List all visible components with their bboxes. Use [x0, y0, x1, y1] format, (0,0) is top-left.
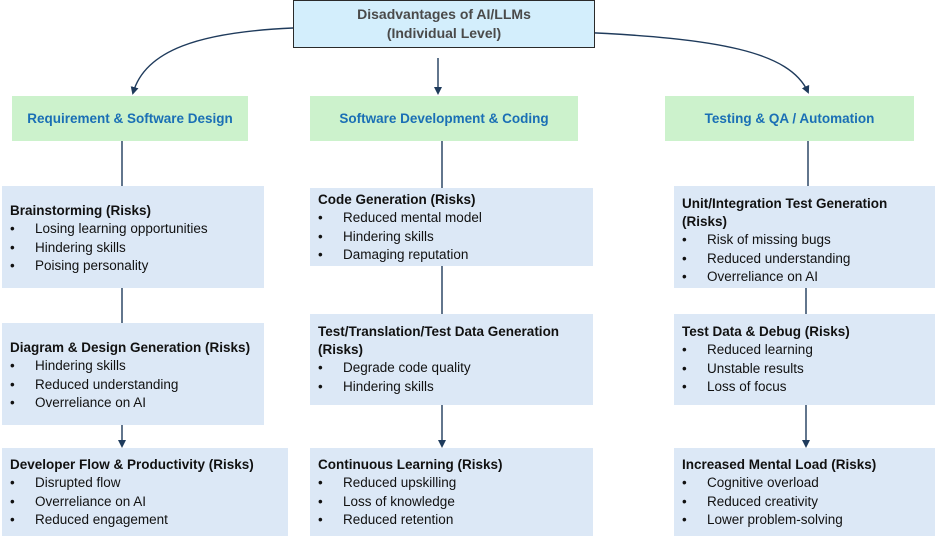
risk-item: •Hindering skills — [318, 228, 585, 247]
bullet-icon: • — [682, 250, 687, 266]
risk-box-heading: Increased Mental Load (Risks) — [682, 457, 877, 472]
risk-item: •Disrupted flow — [10, 474, 280, 493]
risk-box-continuous-learning: Continuous Learning (Risks) •Reduced ups… — [310, 448, 593, 536]
category-design: Requirement & Software Design — [12, 96, 248, 141]
risk-item: •Damaging reputation — [318, 246, 585, 265]
risk-item: •Overreliance on AI — [10, 493, 280, 512]
bullet-icon: • — [10, 376, 15, 392]
risk-item: •Reduced understanding — [682, 250, 927, 269]
risk-box-developer-flow: Developer Flow & Productivity (Risks) •D… — [2, 448, 288, 536]
bullet-icon: • — [318, 378, 323, 394]
bullet-icon: • — [682, 475, 687, 490]
category-design-label: Requirement & Software Design — [27, 111, 233, 126]
risk-box-test-data-debug: Test Data & Debug (Risks) •Reduced learn… — [674, 314, 935, 405]
risk-box-heading: Brainstorming (Risks) — [10, 203, 152, 218]
risk-item: •Hindering skills — [10, 357, 256, 376]
bullet-icon: • — [682, 232, 687, 247]
bullet-icon: • — [682, 269, 687, 284]
bullet-icon: • — [10, 493, 15, 509]
bullet-icon: • — [318, 493, 323, 509]
risk-box-heading: Unit/Integration Test Generation — [682, 196, 888, 211]
bullet-icon: • — [10, 358, 15, 373]
risk-item: •Unstable results — [682, 360, 927, 379]
bullet-icon: • — [10, 512, 15, 527]
title-line-1: Disadvantages of AI/LLMs — [357, 6, 531, 22]
arrow-title-to-testing — [574, 31, 810, 94]
bullet-icon: • — [318, 475, 323, 490]
bullet-icon: • — [682, 512, 687, 527]
diagram-title-box: Disadvantages of AI/LLMs (Individual Lev… — [293, 0, 595, 48]
risk-item: •Cognitive overload — [682, 474, 927, 493]
risk-box-brainstorming: Brainstorming (Risks) •Losing learning o… — [2, 186, 264, 288]
risk-box-unit-integration: Unit/Integration Test Generation (Risks)… — [674, 186, 935, 288]
bullet-icon: • — [318, 247, 323, 262]
risk-item: •Reduced upskilling — [318, 474, 585, 493]
risk-item: •Reduced learning — [682, 341, 927, 360]
risk-box-code-generation: Code Generation (Risks) •Reduced mental … — [310, 188, 593, 266]
risk-box-heading: Developer Flow & Productivity (Risks) — [10, 457, 254, 472]
risk-box-mental-load: Increased Mental Load (Risks) •Cognitive… — [674, 448, 935, 536]
arrow-title-to-design — [130, 27, 294, 95]
risk-item: •Overreliance on AI — [682, 268, 927, 287]
risk-item: •Losing learning opportunities — [10, 220, 256, 239]
bullet-icon: • — [10, 221, 15, 236]
risk-box-heading: Test/Translation/Test Data Generation — [318, 324, 560, 339]
risk-item: •Reduced mental model — [318, 209, 585, 228]
risk-box-heading: Continuous Learning (Risks) — [318, 457, 503, 472]
risk-item: •Loss of focus — [682, 378, 927, 397]
bullet-icon: • — [318, 228, 323, 244]
title-line-2: (Individual Level) — [386, 25, 502, 41]
risk-box-diagram-design: Diagram & Design Generation (Risks) •Hin… — [2, 323, 264, 425]
category-testing-label: Testing & QA / Automation — [704, 111, 875, 126]
risk-item: •Degrade code quality — [318, 359, 585, 378]
risk-item: •Hindering skills — [318, 378, 585, 397]
risk-box-heading-cont: (Risks) — [318, 342, 364, 357]
risk-box-test-translation: Test/Translation/Test Data Generation (R… — [310, 314, 593, 405]
bullet-icon: • — [682, 360, 687, 376]
category-testing: Testing & QA / Automation — [665, 96, 914, 141]
bullet-icon: • — [10, 475, 15, 490]
risk-item: •Reduced engagement — [10, 511, 280, 530]
category-coding: Software Development & Coding — [310, 96, 578, 141]
risk-item: •Lower problem-solving — [682, 511, 927, 530]
category-coding-label: Software Development & Coding — [339, 111, 549, 126]
risk-item: •Overreliance on AI — [10, 394, 256, 413]
risk-box-heading: Code Generation (Risks) — [318, 192, 476, 207]
risk-box-heading: Diagram & Design Generation (Risks) — [10, 340, 251, 355]
bullet-icon: • — [682, 379, 687, 394]
bullet-icon: • — [10, 395, 15, 410]
risk-item: •Loss of knowledge — [318, 493, 585, 512]
bullet-icon: • — [682, 342, 687, 357]
risk-item: •Reduced understanding — [10, 376, 256, 395]
bullet-icon: • — [318, 210, 323, 225]
bullet-icon: • — [318, 512, 323, 527]
risk-item: •Reduced creativity — [682, 493, 927, 512]
bullet-icon: • — [10, 258, 15, 273]
bullet-icon: • — [318, 360, 323, 375]
risk-item: •Poising personality — [10, 257, 256, 276]
risk-box-heading: Test Data & Debug (Risks) — [682, 324, 850, 339]
risk-item: •Reduced retention — [318, 511, 585, 530]
risk-box-heading-cont: (Risks) — [682, 214, 728, 229]
bullet-icon: • — [10, 239, 15, 255]
risk-item: •Hindering skills — [10, 239, 256, 258]
bullet-icon: • — [682, 493, 687, 509]
risk-item: •Risk of missing bugs — [682, 231, 927, 250]
